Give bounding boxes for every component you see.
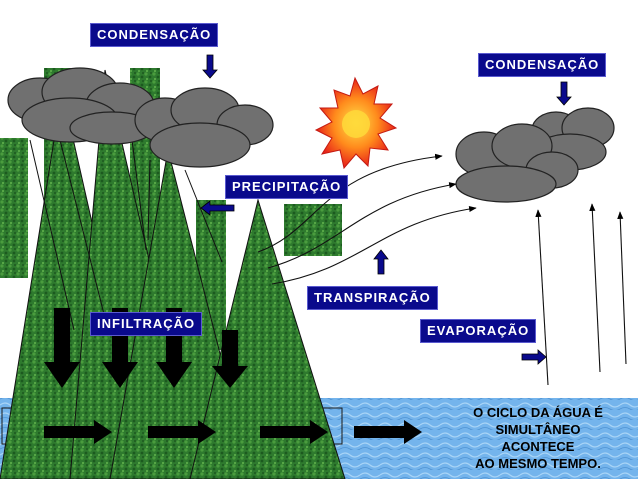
forest-strip: [284, 204, 342, 256]
note-line: AO MESMO TEMPO.: [475, 456, 601, 471]
infiltration-arrows: [44, 308, 248, 388]
label-precipitacao: PRECIPITAÇÃO: [225, 175, 349, 199]
cloud-icon: [134, 87, 274, 168]
note-line: SIMULTÂNEO: [495, 422, 581, 437]
simultaneous-cycle-note: O CICLO DA ÁGUA É SIMULTÂNEO ACONTECE AO…: [458, 404, 618, 472]
label-condensacao-left: CONDENSAÇÃO: [90, 23, 219, 47]
transpiration-arrows: [257, 153, 477, 285]
rain-lines: [29, 139, 223, 331]
label-infiltracao: INFILTRAÇÃO: [90, 312, 203, 336]
arrow-icon: [200, 54, 572, 365]
evaporation-arrows: [535, 203, 627, 386]
note-line: ACONTECE: [501, 439, 575, 454]
forest-strip: [0, 138, 28, 278]
label-evaporacao: EVAPORAÇÃO: [420, 319, 537, 343]
groundwater-arrows: [44, 420, 422, 444]
label-transpiracao: TRANSPIRAÇÃO: [307, 286, 438, 310]
label-condensacao-right: CONDENSAÇÃO: [478, 53, 607, 77]
cloud-icon: [455, 123, 579, 203]
note-line: O CICLO DA ÁGUA É: [473, 405, 603, 420]
sun-icon: [314, 76, 398, 170]
